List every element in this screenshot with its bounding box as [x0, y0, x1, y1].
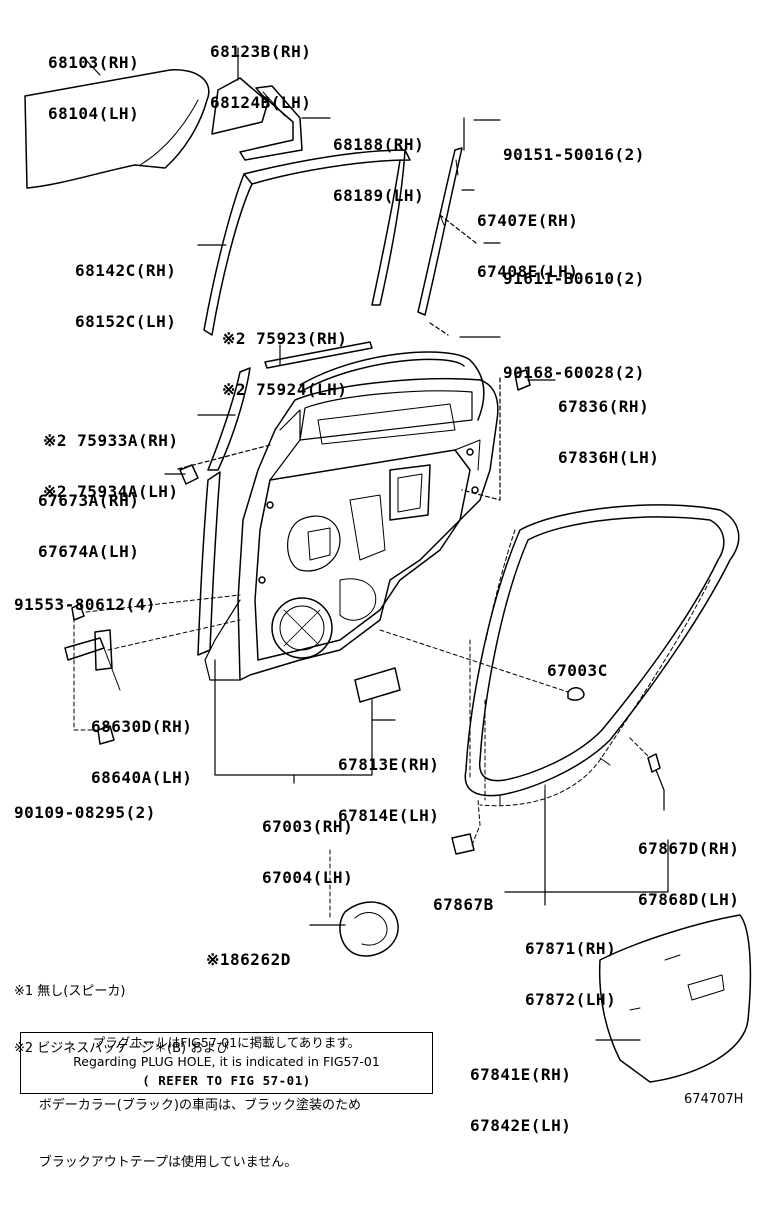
part-number-lh: 67814E(LH) — [338, 806, 440, 825]
protector-drawing — [354, 667, 401, 703]
part-label-68630d: 68630D(RH) 68640A(LH) — [91, 684, 192, 820]
part-number-lh: 67408E(LH) — [477, 262, 579, 281]
part-number-lh: 68104(LH) — [48, 104, 140, 123]
part-label-90151: 90151-50016(2) — [503, 112, 645, 197]
blackout-tape-drawing — [264, 341, 373, 369]
part-number-lh: 67868D(LH) — [638, 890, 740, 909]
part-number-rh: 67003(RH) — [262, 817, 354, 836]
end-clip-drawing — [514, 369, 531, 391]
part-number-rh: 67841E(RH) — [470, 1065, 572, 1084]
door-panel-drawing — [204, 377, 499, 681]
parts-diagram: 68103(RH) 68104(LH) 68123B(RH) 68124B(LH… — [14, 9, 752, 1170]
part-label-86262d: ※186262D — [206, 917, 291, 1002]
part-number-rh: 67813E(RH) — [338, 755, 440, 774]
part-label-67673a: 67673A(RH) 67674A(LH) — [38, 458, 139, 594]
part-number-rh: ※2 75933A(RH) — [43, 431, 179, 450]
part-label-75923: ※2 75923(RH) ※2 75924(LH) — [222, 296, 347, 432]
main-label-bracket — [214, 659, 396, 784]
part-label-67003c: 67003C — [547, 628, 608, 713]
part-number-lh: 67674A(LH) — [38, 542, 140, 561]
part-label-90109: 90109-08295(2) — [14, 770, 156, 855]
part-number: 90168-60028(2) — [503, 363, 645, 382]
part-number-rh: 67673A(RH) — [38, 491, 140, 510]
part-label-68123b: 68123B(RH) 68124B(LH) — [210, 9, 311, 145]
part-label-67867b: 67867B — [433, 862, 494, 947]
part-number: 90109-08295(2) — [14, 803, 156, 822]
part-number-rh: 68142C(RH) — [75, 261, 177, 280]
part-number-rh: 67871(RH) — [525, 939, 617, 958]
part-number-lh: ※2 75924(LH) — [222, 380, 348, 399]
part-label-67003: 67003(RH) 67004(LH) — [262, 784, 353, 920]
part-number-rh: 68103(RH) — [48, 53, 140, 72]
part-number: 91611-B0610(2) — [503, 269, 645, 288]
part-number-rh: 67836(RH) — [558, 397, 650, 416]
quarter-weatherstrip-drawing — [239, 85, 303, 161]
quarter-glass-drawing — [211, 77, 269, 135]
door-frame-weatherstrip-drawing — [299, 351, 485, 421]
part-label-68142c: 68142C(RH) 68152C(LH) — [75, 228, 176, 364]
belt-strip-drawing — [197, 471, 221, 656]
part-number-lh: 67004(LH) — [262, 868, 354, 887]
run-channel-drawing — [203, 149, 411, 336]
part-number: 90151-50016(2) — [503, 145, 645, 164]
footnote-2-line-3: ブラックアウトテープは使用していません。 — [14, 1155, 298, 1170]
clip-drawing — [179, 464, 199, 485]
part-label-67836: 67836(RH) 67836H(LH) — [558, 364, 659, 500]
part-label-67813e: 67813E(RH) 67814E(LH) — [338, 722, 439, 858]
weatherstrip-label-bracket — [504, 789, 669, 906]
part-number: 67867B — [433, 895, 494, 914]
part-label-67407e: 67407E(RH) 67408E(LH) — [477, 178, 578, 314]
figure-reference-link[interactable]: ( REFER TO FIG 57-01) — [142, 1073, 311, 1088]
part-label-91553: 91553-80612(4) — [14, 562, 156, 647]
footnote-1: ※1 無し(スピーカ) — [14, 984, 126, 999]
clip-b-drawing — [451, 799, 481, 855]
part-label-90168: 90168-60028(2) — [503, 330, 645, 415]
part-number-rh: 68188(RH) — [333, 135, 425, 154]
plug-hole-note-jp: プラグホールはFIG57-01に掲載してあります。 — [92, 1035, 361, 1050]
part-number-lh: 68640A(LH) — [91, 768, 193, 787]
plug-drawing — [379, 629, 585, 701]
part-label-67871: 67871(RH) 67872(LH) — [525, 906, 616, 1042]
part-label-91611: 91611-B0610(2) — [503, 236, 645, 321]
part-number-lh: ※2 75934A(LH) — [43, 482, 179, 501]
footnote-2: ※2 ビジネスパッケージ＊(B) および — [14, 1041, 230, 1056]
part-number-lh: 67872(LH) — [525, 990, 617, 1009]
part-number: ※186262D — [206, 950, 291, 969]
speaker-drawing — [309, 849, 399, 957]
part-number-rh: ※2 75923(RH) — [222, 329, 348, 348]
part-label-75933a: ※2 75933A(RH) ※2 75934A(LH) — [43, 398, 179, 534]
part-number-lh: 67836H(LH) — [558, 448, 660, 467]
pillar-tape-drawing — [207, 367, 251, 471]
part-label-67867d: 67867D(RH) 67868D(LH) — [638, 806, 739, 942]
weatherstrip-clip-drawing — [629, 737, 665, 811]
part-number-rh: 67867D(RH) — [638, 839, 740, 858]
figure-id: 674707H — [684, 1092, 744, 1107]
part-number-lh: 67842E(LH) — [470, 1116, 572, 1135]
part-label-68188: 68188(RH) 68189(LH) — [333, 102, 424, 238]
door-check-drawing — [64, 594, 241, 745]
part-number-rh: 68630D(RH) — [91, 717, 193, 736]
part-label-67841e: 67841E(RH) 67842E(LH) — [470, 1032, 571, 1168]
division-bar-drawing — [417, 147, 463, 316]
part-number: 91553-80612(4) — [14, 595, 156, 614]
part-number-rh: 67407E(RH) — [477, 211, 579, 230]
part-label-68103: 68103(RH) 68104(LH) — [48, 20, 139, 156]
part-number-rh: 68123B(RH) — [210, 42, 312, 61]
part-number-lh: 68124B(LH) — [210, 93, 312, 112]
footnote-2-line-2: ボデーカラー(ブラック)の車両は、ブラック塗装のため — [14, 1098, 361, 1113]
part-number: 67003C — [547, 661, 608, 680]
part-number-lh: 68189(LH) — [333, 186, 425, 205]
part-number-lh: 68152C(LH) — [75, 312, 177, 331]
plug-hole-note-en: Regarding PLUG HOLE, it is indicated in … — [73, 1054, 380, 1069]
rear-door-exploded-drawing — [24, 47, 752, 1083]
door-glass-drawing — [24, 69, 210, 189]
plug-hole-reference-box: プラグホールはFIG57-01に掲載してあります。 Regarding PLUG… — [20, 1032, 433, 1094]
door-trim-board-drawing — [595, 914, 752, 1083]
